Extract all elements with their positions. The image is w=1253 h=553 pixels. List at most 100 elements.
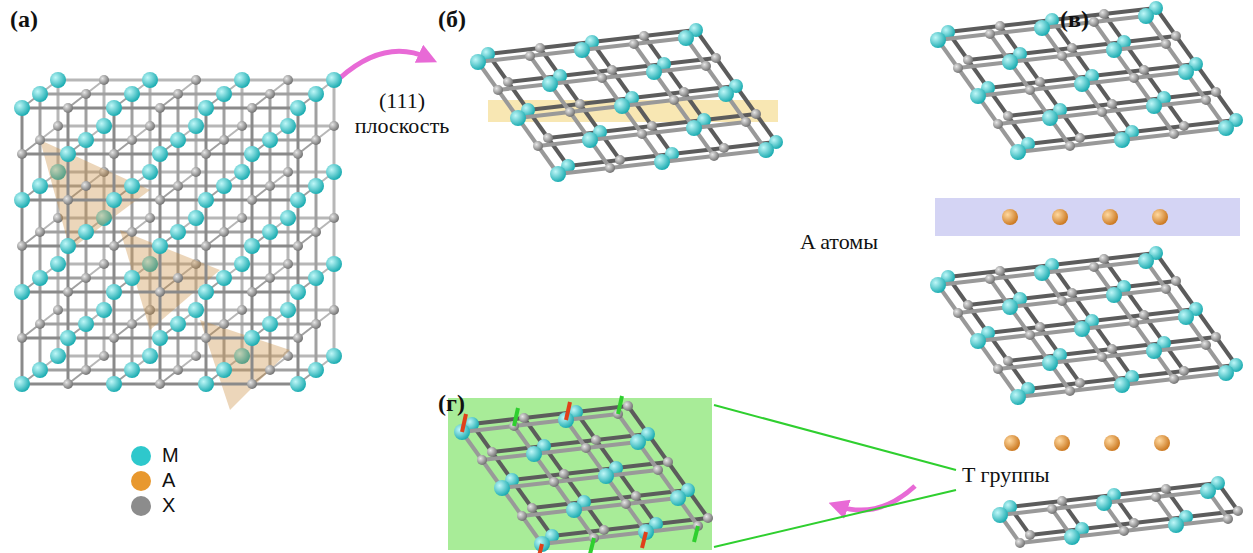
atom	[1003, 356, 1013, 366]
atom	[216, 270, 232, 286]
atom	[1114, 132, 1130, 148]
atom	[1104, 435, 1120, 451]
atom	[1146, 343, 1162, 359]
atom	[142, 72, 158, 88]
atom	[293, 333, 303, 343]
atom	[78, 132, 94, 148]
panel-label: (а)	[10, 6, 38, 33]
atom	[1057, 296, 1067, 306]
atom	[173, 273, 183, 283]
atom	[283, 259, 293, 269]
atom	[663, 457, 673, 467]
atom	[219, 319, 229, 329]
atom	[17, 333, 27, 343]
atom	[575, 99, 585, 109]
atom	[1015, 538, 1025, 548]
bond	[462, 414, 466, 432]
atom	[1097, 107, 1107, 117]
atom	[653, 465, 663, 475]
atom	[155, 379, 165, 389]
atom	[1129, 318, 1139, 328]
atom	[50, 72, 66, 88]
atom	[1054, 435, 1070, 451]
atom	[565, 107, 575, 117]
atom	[201, 149, 211, 159]
atom	[170, 224, 186, 240]
atom	[599, 525, 609, 535]
atom	[198, 100, 214, 116]
atom	[32, 270, 48, 286]
atom	[1034, 20, 1050, 36]
transform-arrow	[340, 51, 428, 78]
atom	[262, 132, 278, 148]
atom	[280, 302, 296, 318]
atom	[50, 256, 66, 272]
atom	[35, 319, 45, 329]
atom	[244, 330, 260, 346]
atom	[1102, 209, 1118, 225]
atom	[533, 141, 543, 151]
atom	[1129, 518, 1139, 528]
atom	[1074, 76, 1090, 92]
atom	[265, 365, 275, 375]
atom	[970, 88, 986, 104]
atom	[262, 224, 278, 240]
atom	[970, 333, 986, 349]
atom	[109, 241, 119, 251]
atom	[53, 305, 63, 315]
atom	[1201, 340, 1211, 350]
bond	[694, 526, 698, 542]
atom	[1064, 529, 1080, 545]
atom	[14, 376, 30, 392]
atom	[493, 85, 503, 95]
atom	[247, 379, 257, 389]
atom	[63, 103, 73, 113]
atom	[293, 241, 303, 251]
atom	[639, 31, 649, 41]
atom	[1042, 110, 1058, 126]
atom	[14, 284, 30, 300]
atom	[265, 273, 275, 283]
atom	[517, 511, 527, 521]
atom	[124, 270, 140, 286]
bond	[538, 544, 542, 553]
atom	[703, 513, 713, 523]
atom	[1067, 288, 1077, 298]
atom	[631, 491, 641, 501]
atom	[670, 490, 686, 506]
atom	[17, 149, 27, 159]
atom	[1057, 496, 1067, 506]
atom	[152, 330, 168, 346]
atom	[1161, 284, 1171, 294]
atom	[142, 164, 158, 180]
atom	[1223, 514, 1233, 524]
atom	[63, 379, 73, 389]
atom	[63, 287, 73, 297]
atom	[237, 121, 247, 131]
atom	[614, 98, 630, 114]
atom	[993, 364, 1003, 374]
atom	[293, 149, 303, 159]
atom	[646, 64, 662, 80]
atom	[477, 455, 487, 465]
atom	[219, 227, 229, 237]
atom	[1003, 111, 1013, 121]
atom	[1047, 504, 1057, 514]
atom	[1089, 262, 1099, 272]
atom	[686, 120, 702, 136]
atom	[290, 284, 306, 300]
atom	[173, 181, 183, 191]
atom	[582, 132, 598, 148]
atom	[234, 72, 250, 88]
atom	[629, 39, 639, 49]
atom	[81, 89, 91, 99]
atom	[542, 76, 558, 92]
atom	[247, 195, 257, 205]
atom	[106, 192, 122, 208]
atom	[709, 151, 719, 161]
atom	[188, 302, 204, 318]
atom	[124, 86, 140, 102]
atom	[63, 195, 73, 205]
atom	[170, 316, 186, 332]
plane-label: (111) плоскость	[347, 88, 457, 139]
